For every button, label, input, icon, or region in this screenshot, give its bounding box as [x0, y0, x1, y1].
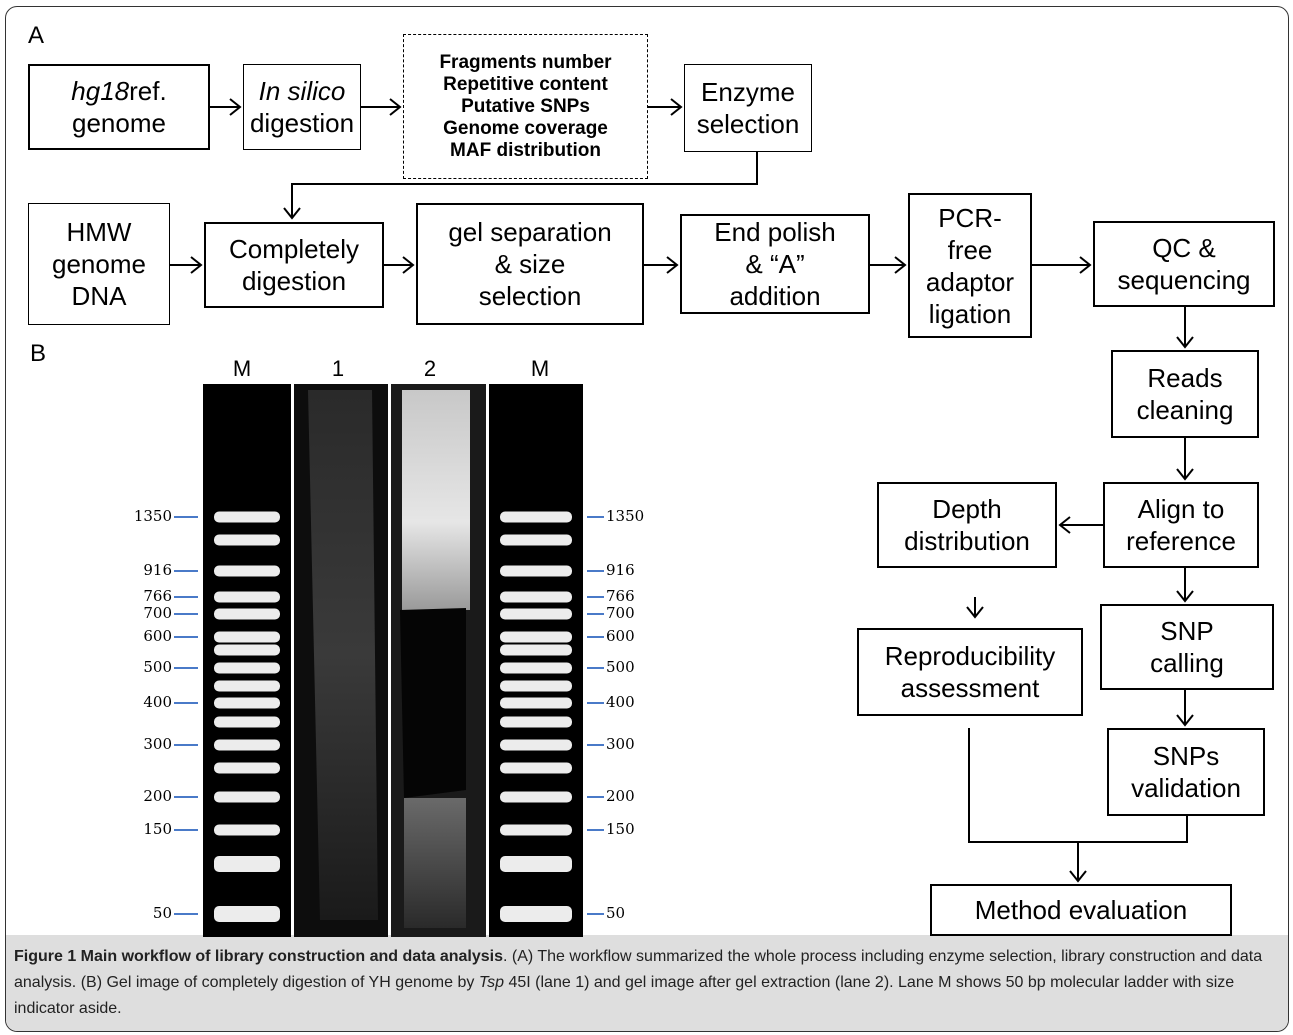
completely-digestion-box: Completely digestion — [204, 222, 384, 308]
caption-text-a: . (A) The workflow summarized the whole … — [14, 948, 1263, 991]
ladder-label-right: 150 — [606, 820, 635, 838]
caption-title: Figure 1 Main workflow of library constr… — [14, 948, 503, 965]
reads-cleaning-box: Reads cleaning — [1111, 350, 1259, 438]
ladder-band — [214, 739, 280, 751]
hmw-genome-dna-box: HMW genome DNA — [28, 203, 170, 325]
caption-background — [6, 935, 1288, 1031]
ladder-label-left: 700 — [143, 604, 172, 622]
ladder-label-left: 50 — [152, 904, 172, 922]
caption-text-b: 45I (lane 1) and gel image after gel ext… — [14, 974, 1235, 1017]
ladder-label-left: 300 — [143, 735, 172, 753]
ladder-label-right: 50 — [606, 904, 626, 922]
ladder-band — [214, 534, 280, 546]
selection-criteria-box: Fragments number Repetitive content Puta… — [403, 34, 648, 179]
ladder-label-right: 1350 — [606, 507, 645, 525]
method-evaluation-box: Method evaluation — [930, 884, 1232, 936]
lane-2-smear — [402, 390, 470, 610]
ladder-band — [500, 644, 572, 656]
ladder-band — [214, 791, 280, 803]
ladder-band — [214, 608, 280, 620]
ladder-band — [214, 856, 280, 872]
ladder-band — [214, 824, 280, 836]
ladder-band — [214, 697, 280, 709]
ladder-band — [500, 762, 572, 774]
ladder-band — [214, 906, 280, 922]
reproducibility-assessment-box: Reproducibility assessment — [857, 628, 1083, 716]
ladder-band — [500, 739, 572, 751]
caption-enzyme: Tsp — [478, 974, 505, 991]
ladder-label-right: 500 — [606, 658, 635, 676]
figure-frame — [5, 6, 1289, 1032]
pcr-free-ligation-box: PCR- free adaptor ligation — [908, 193, 1032, 338]
hg18-genome-box: hg18ref. genome — [28, 64, 210, 150]
ladder-band — [500, 631, 572, 643]
enzyme-selection-box: Enzyme selection — [684, 64, 812, 152]
ladder-band — [500, 856, 572, 872]
gel-lane-ladder-right — [489, 384, 583, 937]
ladder-band — [214, 631, 280, 643]
ladder-band — [500, 534, 572, 546]
ladder-band — [214, 591, 280, 603]
ladder-band — [500, 906, 572, 922]
end-polish-box: End polish & “A” addition — [680, 214, 870, 314]
ladder-band — [214, 511, 280, 523]
lane-label-1: 1 — [331, 356, 345, 381]
ladder-bands — [214, 511, 572, 922]
lane-1-smear — [308, 390, 378, 920]
ladder-label-right: 600 — [606, 627, 635, 645]
ladder-band — [214, 762, 280, 774]
ladder-band — [500, 791, 572, 803]
ladder-label-left: 150 — [143, 820, 172, 838]
align-to-reference-box: Align to reference — [1103, 482, 1259, 568]
ladder-label-left: 600 — [143, 627, 172, 645]
ladder-band — [214, 680, 280, 692]
ladder-band — [214, 644, 280, 656]
ladder-band — [500, 662, 572, 674]
figure-caption: Figure 1 Main workflow of library constr… — [14, 944, 1280, 1022]
ladder-band — [500, 680, 572, 692]
gel-separation-box: gel separation & size selection — [416, 203, 644, 325]
panel-a-label: A — [28, 22, 45, 49]
digestion-label: digestion — [249, 108, 355, 138]
in-silico-label: In silico — [258, 76, 346, 106]
ladder-band — [214, 662, 280, 674]
snps-validation-box: SNPs validation — [1107, 728, 1265, 816]
ladder-band — [500, 697, 572, 709]
ladder-label-right: 300 — [606, 735, 635, 753]
ladder-label-left: 766 — [143, 587, 172, 605]
lane-label-2: 2 — [423, 356, 437, 381]
ladder-ticks — [174, 516, 604, 915]
ladder-band — [214, 716, 280, 728]
ladder-label-left: 500 — [143, 658, 172, 676]
ladder-label-right: 916 — [606, 561, 635, 579]
ladder-label-right: 766 — [606, 587, 635, 605]
ladder-label-left: 400 — [143, 693, 172, 711]
depth-distribution-box: Depth distribution — [877, 482, 1057, 568]
snp-calling-box: SNP calling — [1100, 604, 1274, 690]
ladder-label-right: 700 — [606, 604, 635, 622]
hg18-label: hg18 — [71, 76, 130, 106]
ladder-label-left: 1350 — [133, 507, 172, 525]
ladder-band — [500, 511, 572, 523]
ladder-label-right: 400 — [606, 693, 635, 711]
qc-sequencing-box: QC & sequencing — [1093, 221, 1275, 307]
ladder-label-left: 200 — [143, 787, 172, 805]
ladder-label-right: 200 — [606, 787, 635, 805]
lane-label-m-left: M — [232, 356, 252, 381]
ladder-band — [500, 716, 572, 728]
lane-2-excised-region — [400, 608, 466, 798]
ladder-label-left: 916 — [143, 561, 172, 579]
gel-lane-ladder-left — [203, 384, 291, 937]
ladder-band — [500, 608, 572, 620]
lane-label-m-right: M — [530, 356, 550, 381]
panel-b-label: B — [30, 340, 47, 367]
ladder-band — [500, 591, 572, 603]
ladder-band — [214, 565, 280, 577]
ladder-band — [500, 565, 572, 577]
hg18-rest-label: ref. genome — [72, 76, 167, 138]
ladder-band — [500, 824, 572, 836]
